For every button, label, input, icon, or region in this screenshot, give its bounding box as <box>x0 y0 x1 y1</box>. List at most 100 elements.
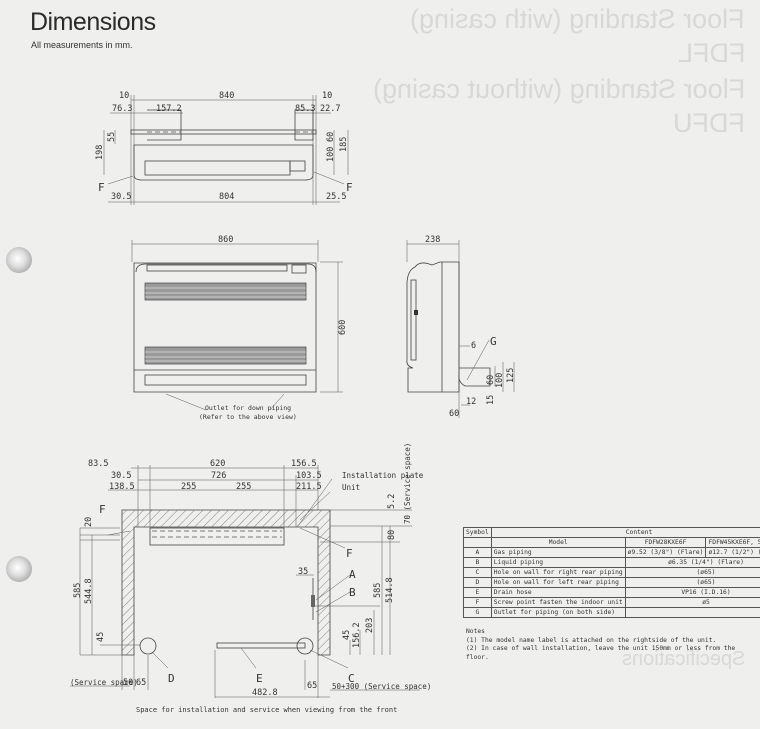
outlet-note: (Refer to the above view) <box>199 413 297 421</box>
note-1: (1) The model name label is attached on … <box>466 636 717 644</box>
label-f: F <box>98 181 105 194</box>
row-item: Screw point fasten the indoor unit <box>490 597 626 608</box>
dim-100: 100 <box>326 147 336 162</box>
model-2: FDFW45KXE6F, 56KXE6F <box>705 537 760 548</box>
dim-100: 100 <box>495 373 505 388</box>
table-row: A Gas piping ø9.52 (3/8") (Flare) ø12.7 … <box>463 547 760 558</box>
row-item: Hole on wall for left rear piping <box>490 577 626 588</box>
dim-10: 10 <box>322 91 332 101</box>
row-value: (ø65) <box>624 567 760 578</box>
row-symbol: F <box>463 597 492 608</box>
model-1: FDFW28KXE6F <box>624 537 707 548</box>
plan-view-drawing: 83.5 620 156.5 30.5 726 103.5 138.5 255 … <box>70 443 431 698</box>
label-g: G <box>490 335 497 348</box>
dim-482-8: 482.8 <box>252 688 278 698</box>
plan-view-caption: Space for installation and service when … <box>136 706 398 714</box>
row-item: Liquid piping <box>490 557 626 568</box>
row-item: Outlet for piping (on both side) <box>490 607 626 618</box>
row-value: ø9.52 (3/8") (Flare) <box>624 547 707 558</box>
dim-804: 804 <box>219 192 234 202</box>
dim-185: 185 <box>339 137 349 152</box>
dim-83-5: 83.5 <box>88 459 108 469</box>
dim-15: 15 <box>486 395 496 405</box>
header-content: Content <box>490 527 760 538</box>
dim-65: 65 <box>136 678 146 688</box>
row-value: ø12.7 (1/2") (Flare) <box>705 547 760 558</box>
dim-840: 840 <box>219 91 234 101</box>
label-c: C <box>348 672 355 685</box>
service-space-right: 50+300 (Service space) <box>332 682 431 691</box>
row-value: ø5 <box>624 597 760 608</box>
dim-156-5: 156.5 <box>291 459 317 469</box>
lower-grille <box>144 346 307 365</box>
side-view-drawing: 238 6 G 60 100 125 15 12 60 <box>406 235 516 419</box>
notes: Notes (1) The model name label is attach… <box>466 628 760 662</box>
dim-255: 255 <box>236 482 251 492</box>
row-item: Hole on wall for right rear piping <box>490 567 626 578</box>
page-title: Dimensions <box>30 8 156 36</box>
dim-125: 125 <box>506 368 516 383</box>
service-space-left: (Service space) <box>70 678 138 687</box>
spec-table: Symbol Content Model FDFW28KXE6F FDFW45K… <box>463 527 760 618</box>
dim-20: 20 <box>84 517 94 527</box>
front-view-drawing: 860 600 Outlet for down piping (Refer to… <box>131 235 348 421</box>
row-symbol: C <box>463 567 492 578</box>
row-symbol: G <box>463 607 492 618</box>
hole-c <box>296 637 314 655</box>
dim-157-2: 157.2 <box>156 104 182 114</box>
outlet-label: Outlet for down piping <box>205 404 291 412</box>
upper-grille <box>144 282 307 301</box>
dim-60: 60 <box>486 375 496 385</box>
row-value: ø6.35 (1/4") (Flare) <box>624 557 760 568</box>
dim-255: 255 <box>181 482 196 492</box>
unit-label: Unit <box>342 483 360 492</box>
label-d: D <box>168 672 175 685</box>
dim-60: 60 <box>326 132 336 142</box>
row-item: Gas piping <box>490 547 626 558</box>
installation-plate-label: Installation plate <box>342 471 424 480</box>
dim-55: 55 <box>107 132 117 142</box>
dim-76-3: 76.3 <box>112 104 132 114</box>
table-row: E Drain hose VP16 (I.D.16) <box>463 587 760 598</box>
dim-238: 238 <box>425 235 440 245</box>
dim-198: 198 <box>95 145 105 160</box>
dim-80: 80 <box>387 530 397 540</box>
dim-211-5: 211.5 <box>296 482 322 492</box>
header-symbol: Symbol <box>463 527 492 538</box>
dim-585: 585 <box>73 583 83 598</box>
drain-hose <box>216 642 306 649</box>
dim-45: 45 <box>342 630 352 640</box>
row-value <box>624 607 760 618</box>
dim-860: 860 <box>218 235 233 245</box>
hole-d <box>139 637 157 655</box>
dim-103-5: 103.5 <box>296 471 322 481</box>
dim-138-5: 138.5 <box>109 482 135 492</box>
table-row: F Screw point fasten the indoor unit ø5 <box>463 597 760 608</box>
service-space-top: 70 (Service space) <box>403 443 412 524</box>
dim-514-8: 514.8 <box>385 577 395 603</box>
hatched-wall <box>121 509 331 656</box>
binder-hole <box>6 247 32 273</box>
row-symbol: B <box>463 557 492 568</box>
dim-5-2: 5.2 <box>387 494 397 509</box>
dim-60: 60 <box>449 409 459 419</box>
table-row: B Liquid piping ø6.35 (1/4") (Flare) <box>463 557 760 568</box>
dim-726: 726 <box>211 471 226 481</box>
dim-50: 50 <box>123 678 133 688</box>
label-f: F <box>346 547 353 560</box>
notes-title: Notes <box>466 628 485 635</box>
model-label: Model <box>490 537 626 548</box>
dim-30-5: 30.5 <box>111 192 131 202</box>
row-symbol: A <box>463 547 492 558</box>
dim-585: 585 <box>373 583 383 598</box>
dim-65: 65 <box>307 681 317 691</box>
dim-6: 6 <box>471 341 476 351</box>
dim-600: 600 <box>338 320 348 335</box>
page-subtitle: All measurements in mm. <box>31 40 133 50</box>
row-symbol: D <box>463 577 492 588</box>
dim-22-7: 22.7 <box>320 104 340 114</box>
dim-25-5: 25.5 <box>326 192 346 202</box>
dim-85-3: 85.3 <box>295 104 315 114</box>
dim-544-8: 544.8 <box>84 578 94 604</box>
